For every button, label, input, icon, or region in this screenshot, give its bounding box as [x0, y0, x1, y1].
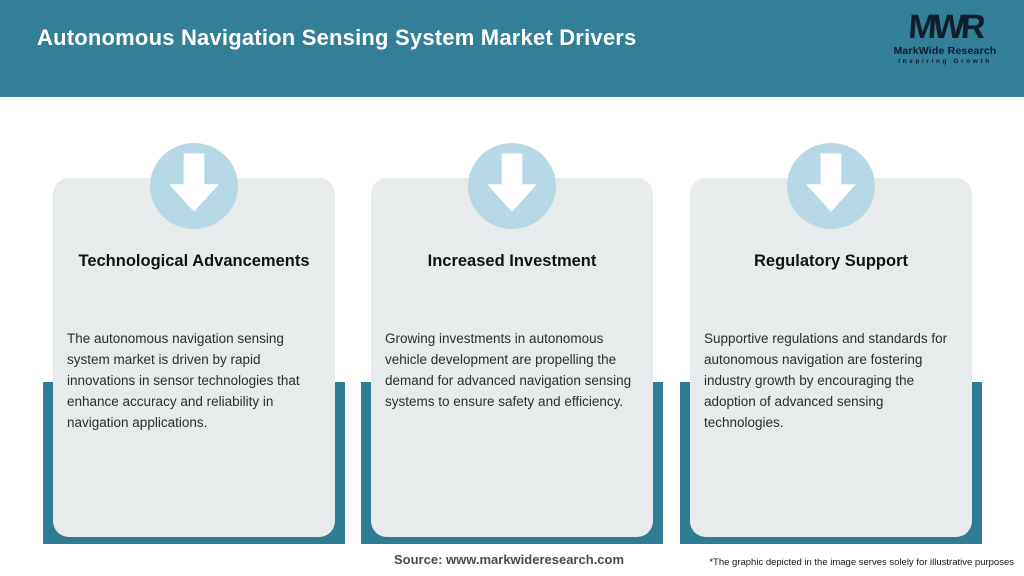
card-description: Growing investments in autonomous vehicl… [385, 331, 632, 409]
card-description: Supportive regulations and standards for… [704, 331, 948, 430]
card-description: The autonomous navigation sensing system… [67, 331, 300, 430]
down-arrow-icon [150, 143, 238, 229]
header-band: Autonomous Navigation Sensing System Mar… [0, 0, 1024, 97]
disclaimer-text: *The graphic depicted in the image serve… [709, 557, 1014, 568]
driver-card-technological-advancements: Technological Advancements The autonomou… [53, 178, 335, 537]
card-title: Increased Investment [427, 252, 597, 270]
logo-monogram: MWR [907, 8, 983, 46]
card-title: Technological Advancements [78, 252, 310, 270]
driver-card-increased-investment: Increased Investment Growing investments… [371, 178, 653, 537]
source-text: Source: www.markwideresearch.com [394, 552, 625, 567]
down-arrow-icon [468, 143, 556, 229]
down-arrow-icon [787, 143, 875, 229]
logo-name: MarkWide Research [893, 45, 997, 57]
driver-card-regulatory-support: Regulatory Support Supportive regulation… [690, 178, 972, 537]
page-title: Autonomous Navigation Sensing System Mar… [37, 25, 637, 50]
card-title: Regulatory Support [753, 252, 908, 270]
logo-tagline: Inspiring Growth [898, 57, 992, 65]
markwide-logo: MWR MarkWide Research Inspiring Growth [880, 8, 1010, 65]
